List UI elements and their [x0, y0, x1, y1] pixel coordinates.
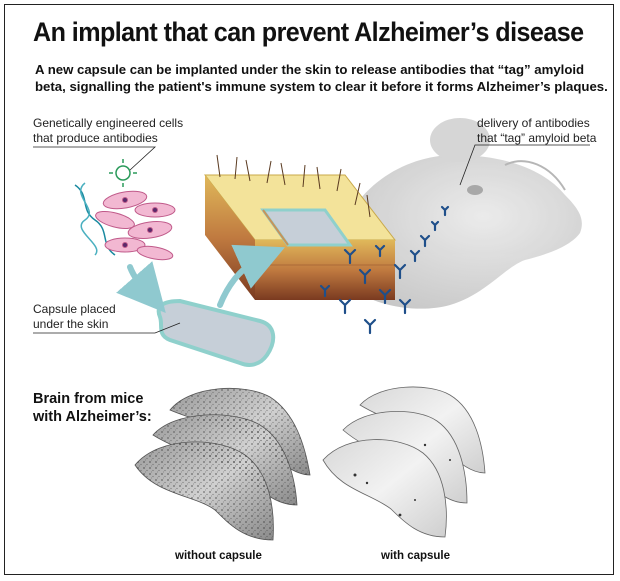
cells-label-line2: that produce antibodies [33, 130, 158, 145]
delivery-label-line1: delivery of antibodies [477, 116, 590, 130]
subtitle: A new capsule can be implanted under the… [35, 62, 608, 94]
antibody-icons [319, 205, 450, 335]
delivery-label-line2: that “tag” amyloid beta [477, 130, 597, 145]
capsule-illustration [156, 298, 276, 367]
delivery-label: delivery of antibodies that “tag” amyloi… [477, 116, 596, 145]
caption-with-capsule: with capsule [381, 550, 451, 562]
brain-slice-with-capsule [322, 386, 486, 538]
skin-cross-section [203, 154, 397, 300]
brain-heading-line2: with Alzheimer’s: [33, 409, 152, 425]
caption-without-capsule: without capsule [175, 550, 262, 562]
brain-heading: Brain from mice with Alzheimer’s: [33, 390, 152, 426]
mouse-illustration [335, 118, 582, 309]
engineered-cells [95, 190, 176, 261]
page-title: An implant that can prevent Alzheimer’s … [33, 17, 584, 47]
cells-label: Genetically engineered cells that produc… [33, 116, 183, 145]
brain-slice-without-capsule [134, 388, 311, 541]
callout-lines [33, 144, 590, 334]
infographic-frame: An implant that can prevent Alzheimer’s … [4, 4, 614, 575]
illustration-canvas [33, 118, 590, 541]
capsule-label-line2: under the skin [33, 316, 109, 331]
virus-icon [109, 159, 137, 187]
capsule-label: Capsule placed under the skin [33, 302, 116, 331]
capsule-label-line1: Capsule placed [33, 302, 116, 316]
cells-label-line1: Genetically engineered cells [33, 116, 184, 130]
process-arrows [116, 244, 285, 314]
brain-heading-line1: Brain from mice [33, 391, 144, 407]
